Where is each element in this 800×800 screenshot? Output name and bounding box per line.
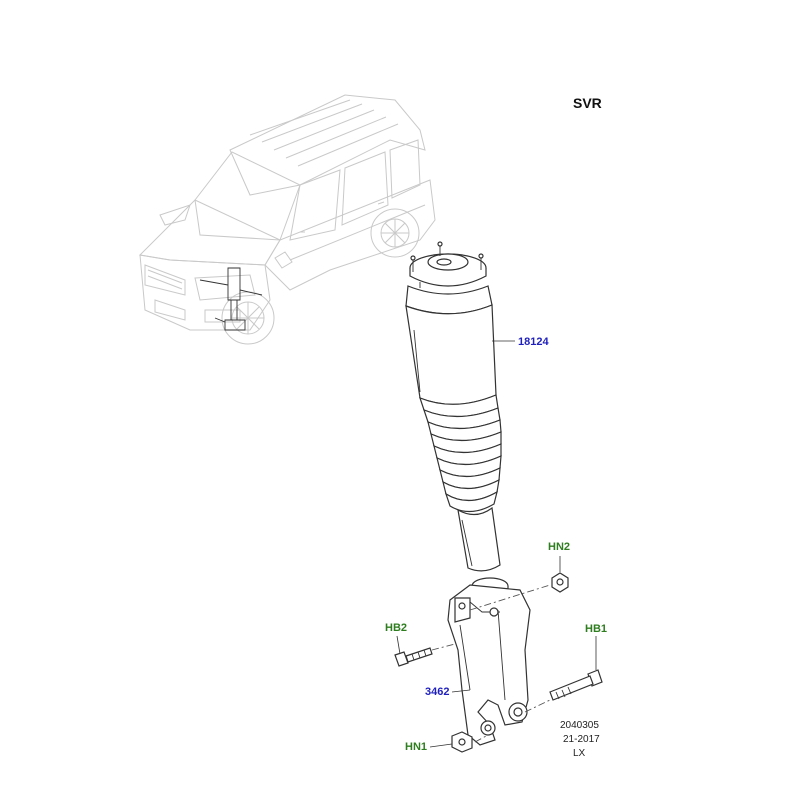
bellows — [419, 394, 502, 513]
fastener-label-hn2[interactable]: HN2 — [548, 541, 570, 553]
reference-line-2: 21-2017 — [563, 734, 600, 745]
leader-lines — [396, 340, 597, 748]
part-label-3462[interactable]: 3462 — [425, 686, 449, 698]
reference-line-3: LX — [573, 748, 586, 759]
reference-line-1: 2040305 — [560, 720, 599, 731]
vehicle-outline — [138, 94, 436, 345]
fastener-hn2-nut — [551, 572, 569, 593]
illustration-reference: 2040305 21-2017 LX — [560, 720, 600, 759]
fastener-hn1-nut — [451, 731, 473, 753]
fastener-hb2-bolt — [394, 647, 433, 667]
fastener-label-hn1[interactable]: HN1 — [405, 741, 427, 753]
part-label-18124[interactable]: 18124 — [518, 336, 549, 348]
fastener-hb1-bolt — [549, 669, 603, 701]
fastener-label-hb1[interactable]: HB1 — [585, 623, 607, 635]
assembly-axes — [431, 584, 551, 743]
variant-label: SVR — [573, 95, 602, 111]
air-strut-assembly — [405, 241, 502, 572]
fastener-label-hb2[interactable]: HB2 — [385, 622, 407, 634]
knuckle — [447, 577, 531, 746]
